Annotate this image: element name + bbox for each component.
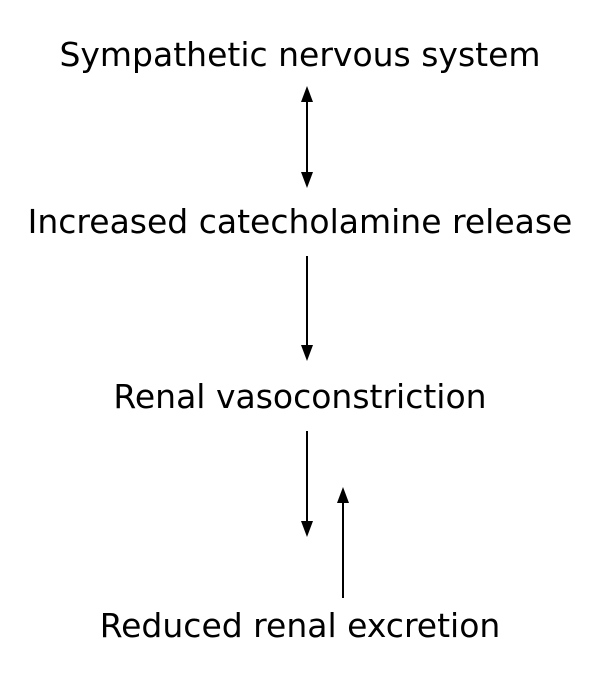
bidirectional-arrow — [301, 86, 313, 188]
down-arrow — [301, 256, 313, 361]
node-increased-catecholamine-release: Increased catecholamine release — [27, 202, 573, 241]
node-sympathetic-nervous-system: Sympathetic nervous system — [59, 35, 541, 74]
down-arrow — [301, 431, 313, 537]
up-arrow — [337, 487, 349, 598]
node-renal-vasoconstriction: Renal vasoconstriction — [113, 377, 487, 416]
node-reduced-renal-excretion: Reduced renal excretion — [99, 606, 501, 645]
